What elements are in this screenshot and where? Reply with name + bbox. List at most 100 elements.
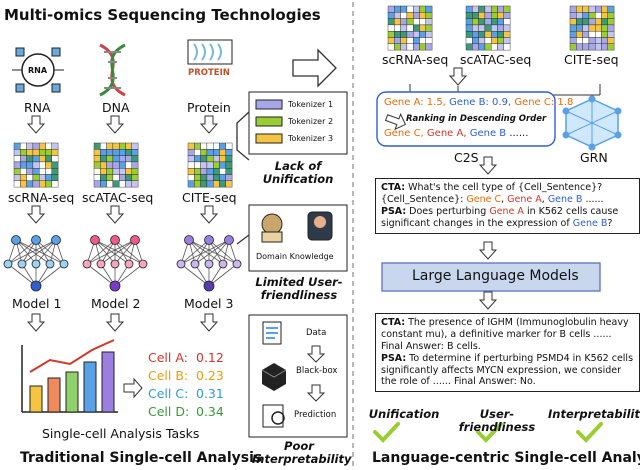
matrix-cell	[569, 12, 577, 19]
matrix-cell	[194, 155, 201, 163]
protein-icon	[187, 39, 233, 65]
domain-knowledge-label: Domain Knowledge	[256, 252, 334, 261]
matrix-cell	[212, 161, 220, 169]
matrix-cell	[400, 43, 408, 51]
matrix-cell	[582, 24, 590, 32]
matrix-cell	[200, 149, 208, 156]
matrix-cell	[45, 155, 53, 163]
network-edge	[7, 239, 37, 265]
matrix-cell	[32, 149, 40, 156]
matrix-cell	[219, 161, 227, 169]
gene-a-score: Gene A: 1.5,	[384, 97, 446, 108]
matrix-cell	[13, 142, 21, 150]
matrix-cell	[595, 24, 602, 32]
matrix-cell	[472, 24, 479, 32]
matrix-cell	[118, 142, 126, 150]
c2s-panel	[376, 91, 556, 147]
cell-label: Cell B:	[148, 368, 189, 383]
model-label: Model 3	[184, 296, 234, 311]
networks	[3, 235, 242, 292]
matrix-cell	[491, 43, 498, 51]
matrix-cell	[39, 149, 46, 156]
matrix-cell	[387, 12, 395, 19]
bar-chart-icon	[21, 339, 118, 413]
matrix-cell	[93, 149, 101, 156]
matrix-cell	[20, 149, 27, 156]
matrix-cell	[32, 180, 40, 188]
dna-icon	[99, 43, 126, 97]
matrix-cell	[112, 155, 120, 163]
matrix-cell	[219, 142, 227, 150]
matrix-cell	[576, 37, 583, 45]
matrix-cell	[131, 149, 139, 156]
check-icon	[476, 422, 503, 443]
matrix-cell	[503, 37, 511, 45]
rna-icon	[12, 47, 64, 93]
check-icon	[373, 422, 400, 443]
matrix-cell	[595, 43, 602, 51]
matrix-cell	[406, 37, 414, 45]
matrix-cell	[93, 155, 101, 163]
network-node	[17, 259, 27, 269]
matrix-cell	[39, 167, 46, 175]
matrix-cell	[118, 180, 126, 188]
matrix-cell	[484, 31, 492, 38]
matrix-cell	[187, 142, 195, 150]
matrix-cell	[478, 5, 486, 13]
matrix-cell	[112, 180, 120, 188]
matrix-cell	[20, 180, 27, 188]
matrix-cell	[194, 149, 201, 156]
matrix-cell	[32, 155, 40, 163]
network-node	[82, 259, 92, 269]
seq-label: scRNA-seq	[8, 190, 75, 205]
network-edge	[100, 239, 136, 265]
matrix-cell	[51, 174, 59, 182]
matrix-cell	[497, 43, 505, 51]
ranking-input: Gene A: 1.5, Gene B: 0.9, Gene C: 1.8	[384, 97, 573, 108]
matrix-cell	[394, 37, 401, 45]
network-node	[30, 280, 42, 292]
matrix-cell	[219, 149, 227, 156]
matrix-cell	[118, 167, 126, 175]
network-edge	[7, 263, 37, 287]
matrix-cell	[20, 174, 27, 182]
matrix-cell	[394, 24, 401, 32]
virtue-label: User-friendliness	[458, 407, 536, 435]
matrix-cell	[225, 142, 233, 150]
matrix-cell	[112, 149, 120, 156]
matrix-cell	[413, 5, 420, 13]
matrix-cell	[26, 149, 34, 156]
matrix-cell	[100, 161, 107, 169]
matrix-cell	[484, 5, 492, 13]
matrix-cell	[607, 37, 615, 45]
cell-value: 0.31	[196, 386, 224, 401]
matrix-cell	[194, 180, 201, 188]
matrix-cell	[187, 161, 195, 169]
tokenizer-panel	[248, 91, 348, 155]
network-edge	[86, 239, 136, 265]
matrix-cell	[497, 31, 505, 38]
grn-label: GRN	[580, 150, 608, 165]
query-box: CTA: What's the cell type of {Cell_Sente…	[375, 178, 640, 234]
tokenizer-label: Tokenizer 2	[288, 117, 334, 126]
matrix-cell	[106, 155, 114, 163]
matrix-cell	[93, 142, 101, 150]
matrix-cell	[576, 18, 583, 26]
matrix-cell	[406, 31, 414, 38]
protein-icon-label: PROTEIN	[188, 68, 230, 78]
matrix-cell	[394, 43, 401, 51]
matrix-cell	[212, 174, 220, 182]
matrix-cell	[206, 174, 214, 182]
matrix-cell	[212, 149, 220, 156]
matrix-cell	[131, 161, 139, 169]
matrix-cell	[601, 5, 609, 13]
matrix-cell	[26, 180, 34, 188]
matrix-cell	[32, 161, 40, 169]
model-label: Model 1	[12, 296, 62, 311]
matrix-cell	[582, 31, 590, 38]
matrix-cell	[194, 167, 201, 175]
seq-label: scATAC-seq	[82, 190, 154, 205]
matrix-cell	[26, 161, 34, 169]
matrix-cell	[39, 142, 46, 150]
